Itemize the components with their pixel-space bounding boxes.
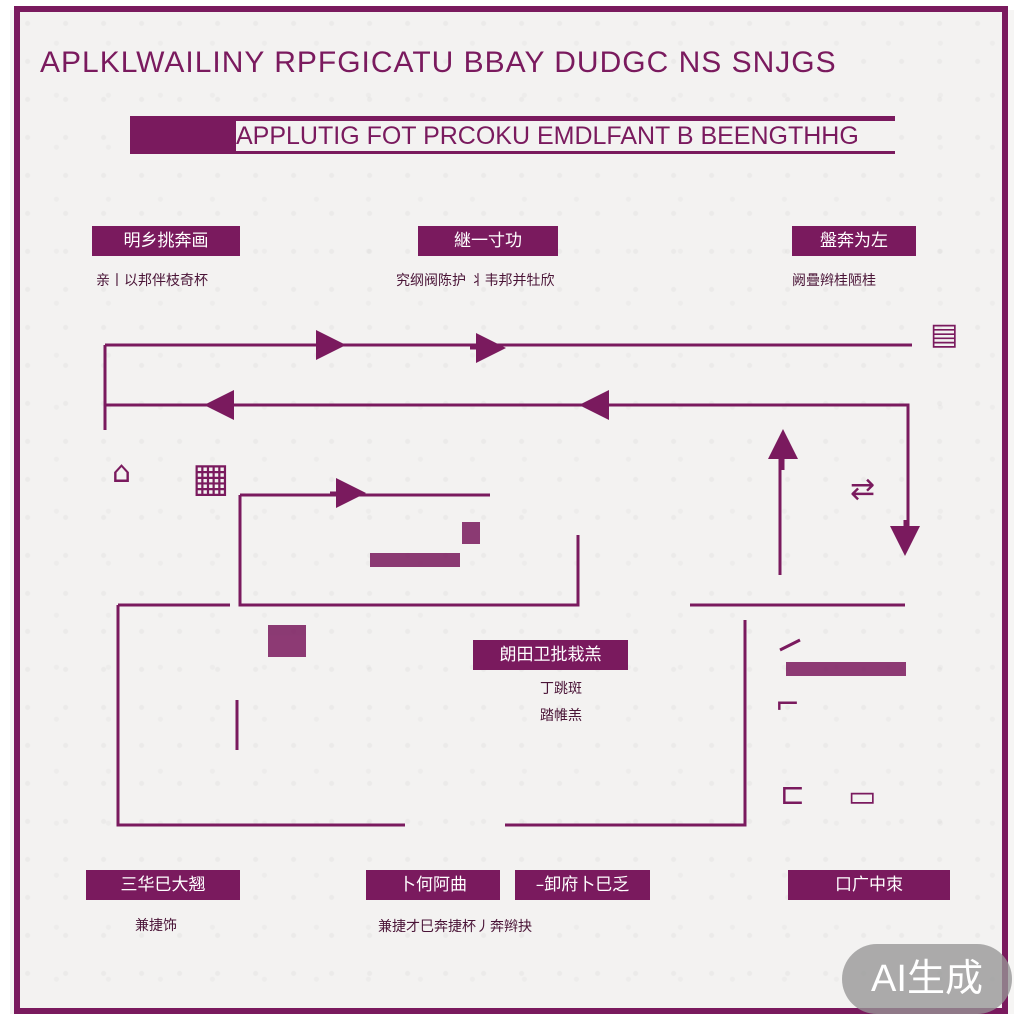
- middle-box: [238, 493, 580, 607]
- label-bottom-center-b: –卸府卜巳乏: [515, 870, 650, 900]
- upper-flow-line: [105, 403, 910, 545]
- note-top-left: 亲丨以邦伴枝奇杯: [96, 273, 208, 289]
- page-title: APLKLWAILINY RPFGICATU BBAY DUDGC NS SNJ…: [40, 46, 837, 79]
- diagram-border: [14, 6, 1008, 1014]
- house-icon: ⌂: [112, 455, 132, 490]
- arrow-return-icon: ⇄: [850, 472, 876, 507]
- label-center: 朗田卫批栽羔: [473, 640, 628, 670]
- label-bottom-left: 三华巳大翘: [86, 870, 240, 900]
- ai-generated-badge: AI生成: [842, 944, 1012, 1014]
- note-top-center: 究纲阀陈护 丬韦邦并牡欣: [396, 273, 555, 289]
- note-center-1: 丁跳斑: [540, 681, 582, 697]
- label-bottom-right: 口广中朿: [788, 870, 950, 900]
- note-bottom-left: 兼捷饰: [135, 918, 177, 934]
- note-bottom-center: 兼捷才巳奔捷杯丿奔辫抉: [378, 919, 532, 935]
- bracket-icon: ⊏: [780, 777, 806, 812]
- label-top-left: 明乡挑奔画: [92, 226, 240, 256]
- label-top-center: 継一寸功: [418, 226, 558, 256]
- note-center-2: 踏帷羔: [540, 708, 582, 724]
- right-box: [690, 440, 905, 607]
- stairs-icon: ⌐: [775, 687, 801, 722]
- lower-box: [116, 603, 747, 827]
- note-top-right: 阙疊辫桂陋桂: [792, 273, 876, 289]
- building-icon: ▦: [192, 455, 230, 501]
- banner-title: APPLUTIG FOT PRCOKU EMDLFANT B BEENGTHHG: [236, 121, 896, 151]
- label-bottom-center-a: 卜何阿曲: [366, 870, 500, 900]
- label-top-right: 盤奔为左: [792, 226, 916, 256]
- grid-icon: ▤: [930, 317, 959, 352]
- document-icon: ▭: [848, 779, 877, 814]
